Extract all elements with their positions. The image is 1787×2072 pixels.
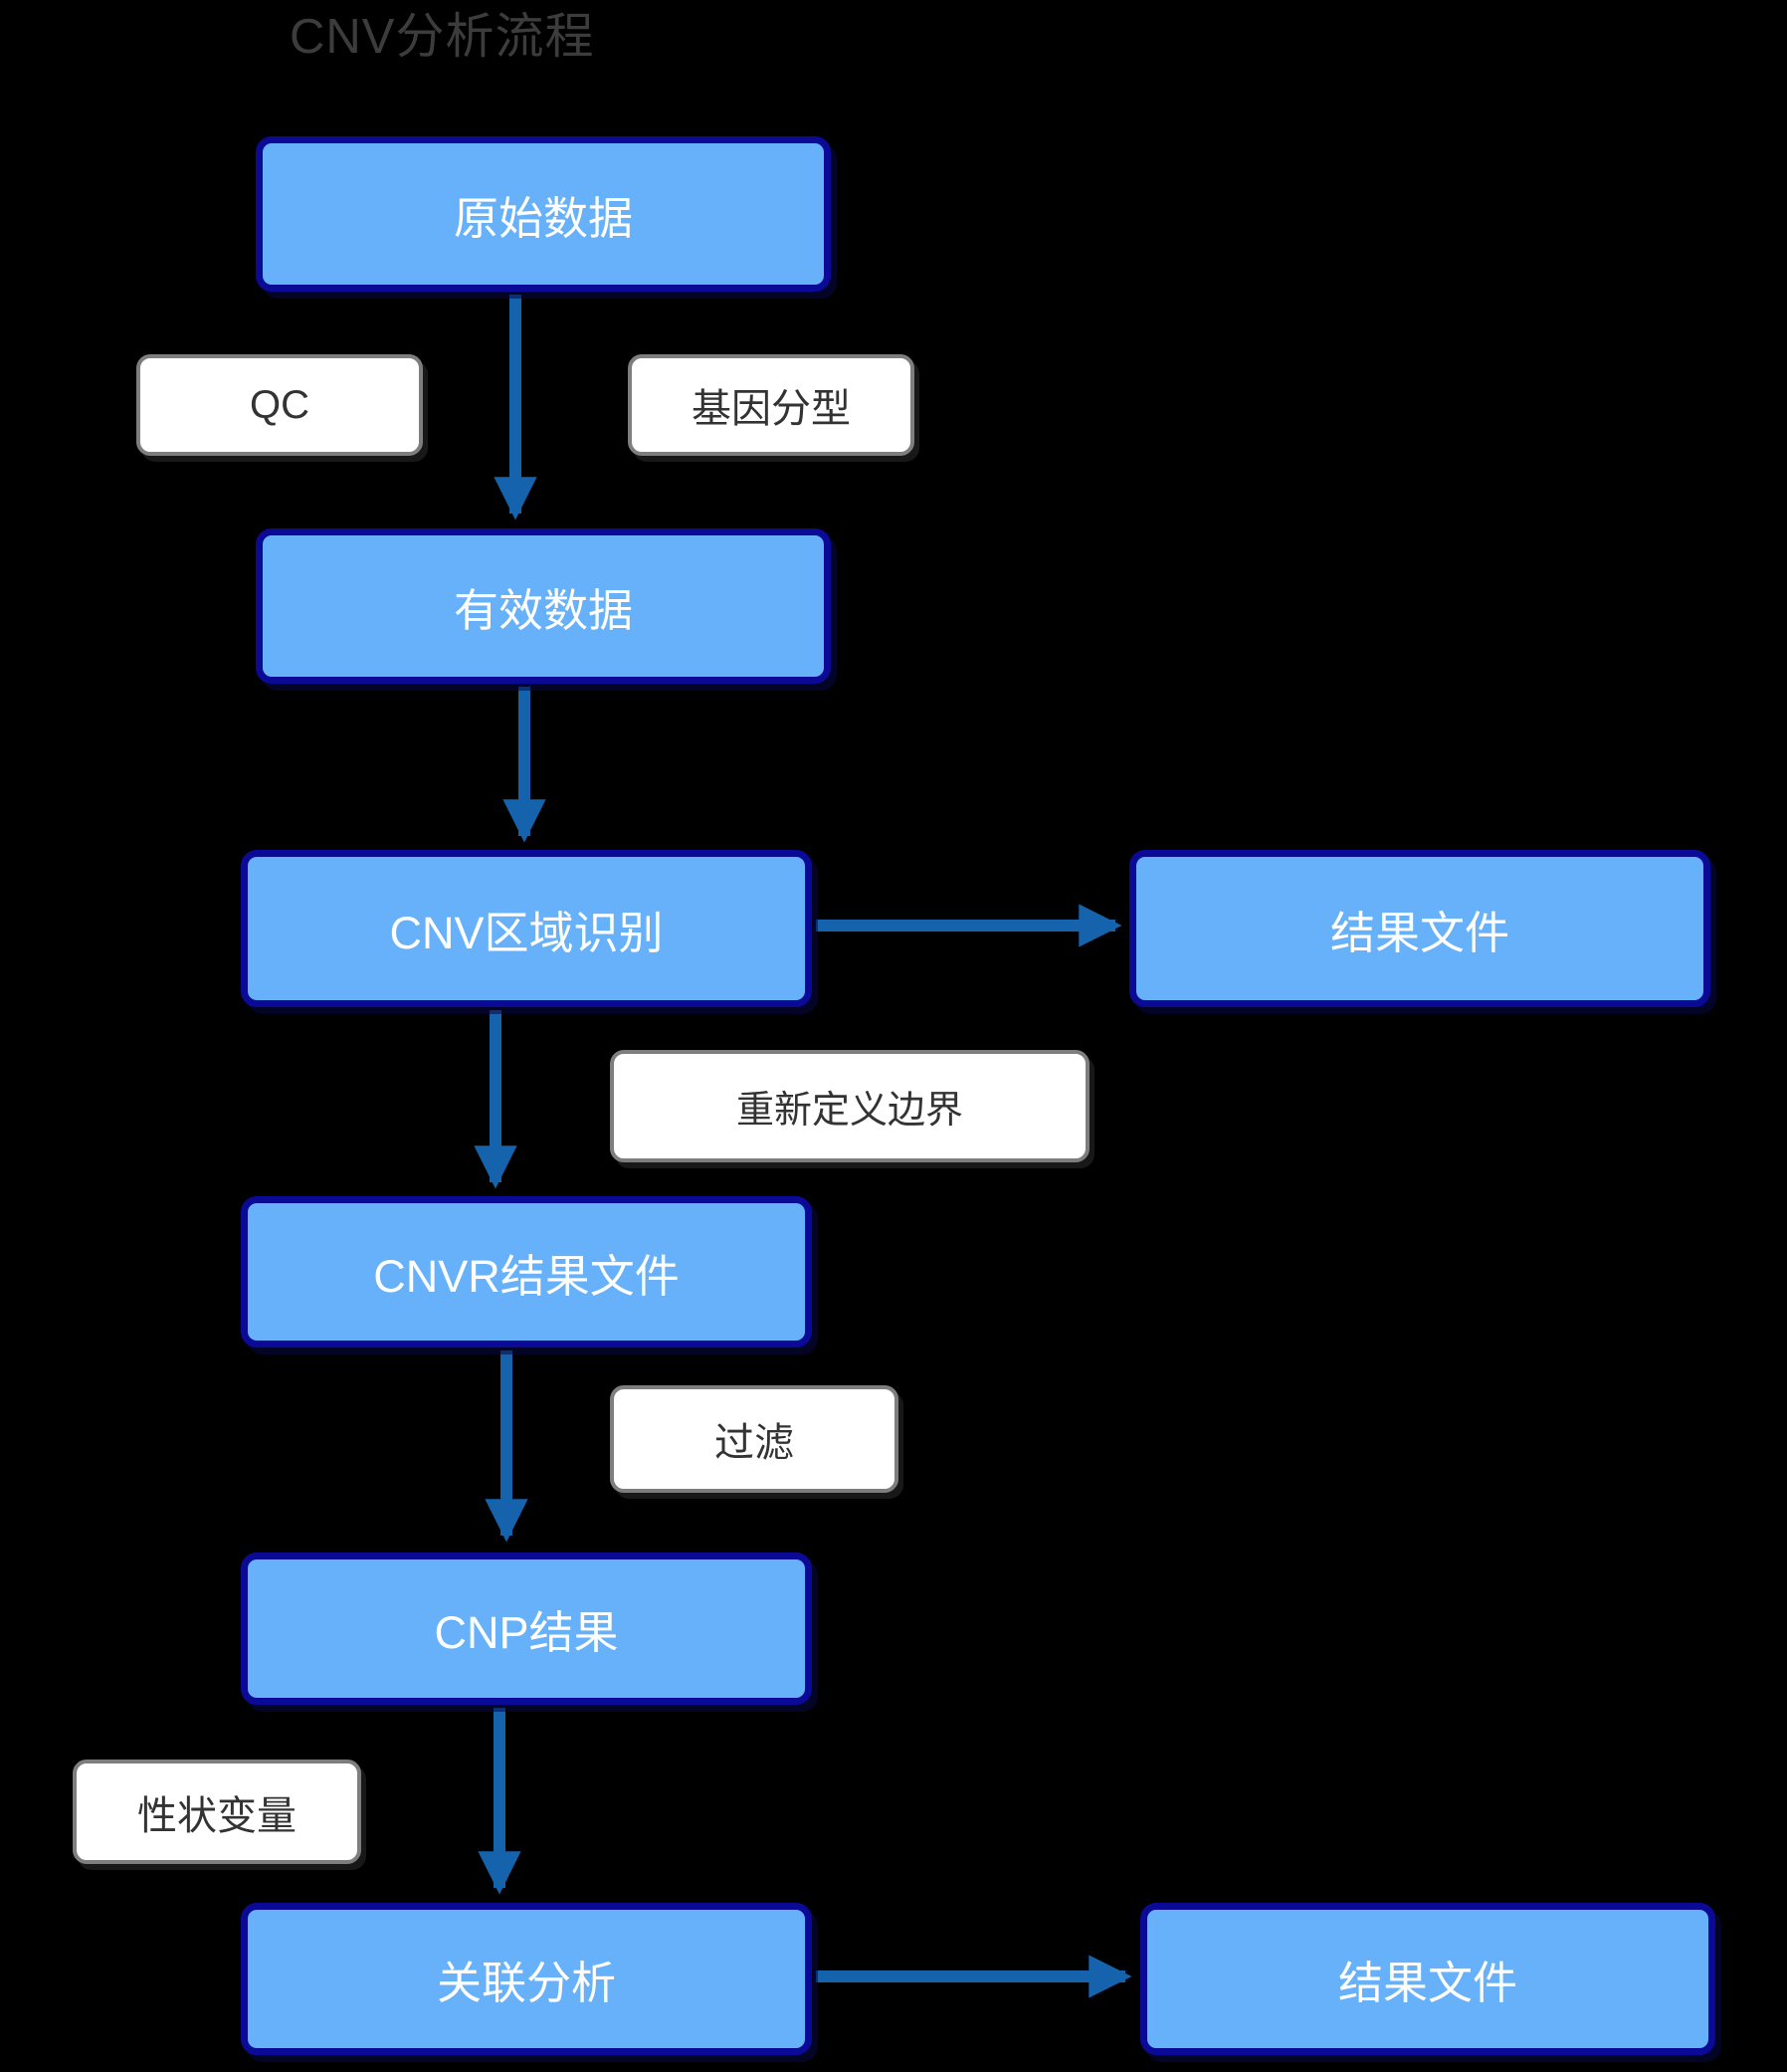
node-raw-data: 原始数据 [256,136,831,292]
edge-label-genotyping: 基因分型 [628,354,914,456]
node-valid-data-label: 有效数据 [453,584,633,636]
node-result-file-2-label: 结果文件 [1337,1958,1517,2008]
edge-label-filter-text: 过滤 [714,1421,794,1465]
edge-label-trait-variable-text: 性状变量 [137,1793,297,1838]
node-raw-data-label: 原始数据 [453,192,633,244]
node-cnvr-result-label: CNVR结果文件 [373,1250,680,1302]
node-valid-data: 有效数据 [256,528,831,684]
node-cnvr-result: CNVR结果文件 [241,1196,812,1347]
node-result-file-1-label: 结果文件 [1329,907,1509,958]
edge-label-qc-text: QC [250,382,309,427]
edge-label-trait-variable: 性状变量 [73,1760,361,1864]
node-result-file-2: 结果文件 [1140,1903,1715,2055]
node-association: 关联分析 [241,1903,812,2055]
node-association-label: 关联分析 [436,1958,616,2008]
edge-label-filter: 过滤 [610,1385,898,1493]
node-result-file-1: 结果文件 [1129,850,1710,1007]
edge-label-redefine-boundary-text: 重新定义边界 [735,1090,963,1132]
node-cnp-result: CNP结果 [241,1553,812,1705]
node-cnp-result-label: CNP结果 [434,1607,619,1658]
edge-label-redefine-boundary: 重新定义边界 [610,1050,1090,1162]
diagram-title: CNV分析流程 [290,10,595,64]
edge-label-qc: QC [136,354,423,456]
node-cnv-region: CNV区域识别 [241,850,812,1007]
node-cnv-region-label: CNV区域识别 [389,907,664,958]
edge-label-genotyping-text: 基因分型 [692,387,851,431]
